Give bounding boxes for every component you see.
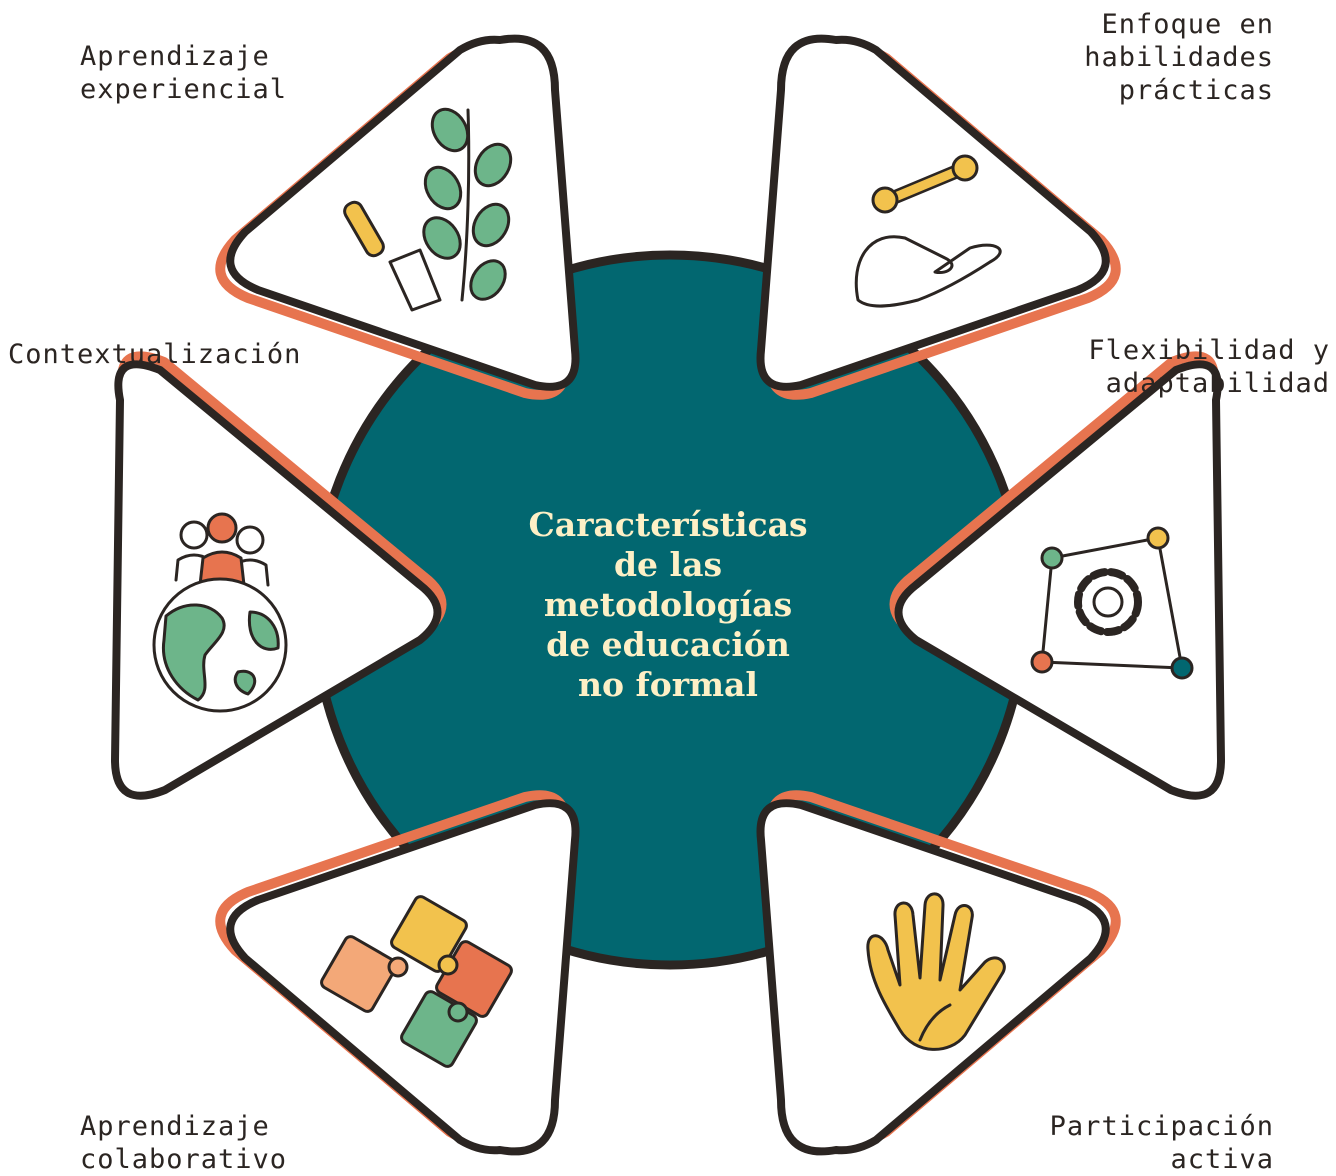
gear-network-icon xyxy=(1030,526,1194,680)
puzzle-pieces-icon xyxy=(320,895,513,1068)
label-flexibilidad: Flexibilidad y adaptabilidad xyxy=(1088,335,1330,399)
plant-and-trowel-icon xyxy=(343,107,513,312)
triangle-flexibilidad xyxy=(889,351,1225,800)
label-contextualizacion: Contextualización xyxy=(8,339,302,370)
label-habilidades-practicas: Enfoque en habilidades prácticas xyxy=(1084,9,1274,106)
triangle-aprendizaje-experiencial xyxy=(215,34,580,400)
people-on-globe-icon xyxy=(152,512,288,713)
label-participacion-activa: Participación activa xyxy=(1049,1111,1274,1175)
label-aprendizaje-experiencial: Aprendizaje experiencial xyxy=(80,41,288,105)
raised-hand-icon xyxy=(866,892,1006,1051)
triangle-colaborativo xyxy=(215,790,580,1156)
center-title: Características de las metodologías de e… xyxy=(528,505,808,704)
wrench-and-hand-icon xyxy=(854,154,1002,308)
triangle-habilidades-practicas xyxy=(756,34,1121,400)
label-aprendizaje-colaborativo: Aprendizaje colaborativo xyxy=(80,1111,288,1175)
